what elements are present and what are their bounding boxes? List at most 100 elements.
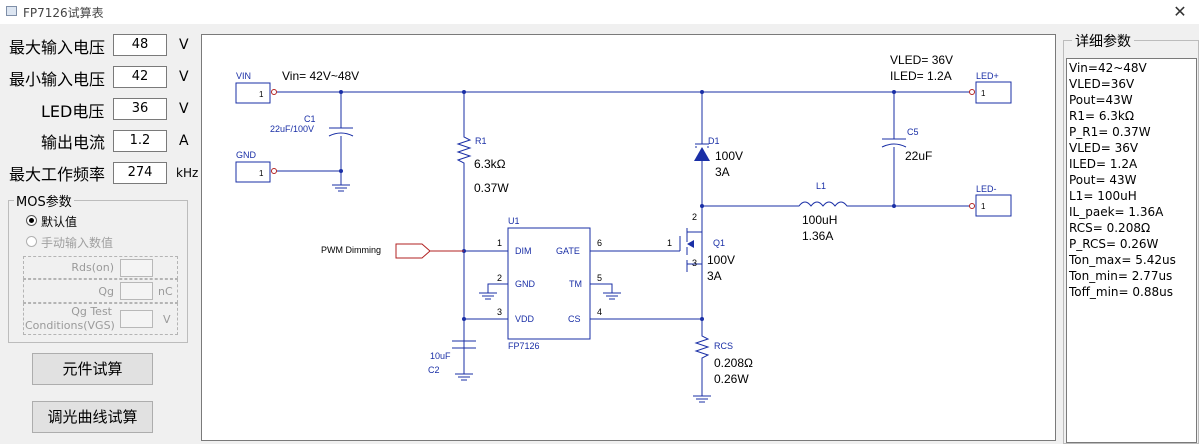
u1-pin-cs: CS [568,314,581,324]
detail-line: ILED= 1.2A [1069,157,1138,171]
rcs-value: 0.208Ω [714,356,753,370]
max-frequency-unit: kHz [176,166,199,180]
rcs-ground [693,395,711,403]
d1-voltage: 100V [715,149,743,163]
c2-name: C2 [428,365,440,375]
led-voltage-field[interactable]: 36 [113,98,167,120]
q1-pin-drain-number: 2 [692,212,697,222]
max-input-voltage-field[interactable]: 48 [113,34,167,56]
detail-line: RCS= 0.208Ω [1069,221,1151,235]
detail-line: R1= 6.3kΩ [1069,109,1135,123]
qg-unit: nC [158,285,173,298]
detail-line: IL_paek= 1.36A [1069,205,1164,219]
ledm-port [975,194,1012,217]
l1-value: 100uH [802,213,837,227]
u1-pin-gate: GATE [556,246,580,256]
q1-voltage: 100V [707,253,735,267]
qg-test-label-line1: Qg Test [71,305,112,318]
detail-line: Pout= 43W [1069,173,1137,187]
q1-pin-source-number: 3 [692,258,697,268]
led-voltage-label: LED电压 [41,102,105,121]
close-icon[interactable]: ✕ [1173,2,1187,21]
min-input-voltage-field[interactable]: 42 [113,66,167,88]
gnd-port-pin: 1 [259,169,264,178]
vin-terminal [271,89,277,95]
rcs-name: RCS [714,341,733,351]
qg-test-unit: V [163,313,171,326]
detail-line: VLED= 36V [1069,141,1139,155]
vled-value: VLED= 36V [890,53,953,67]
l1-name: L1 [816,181,826,191]
max-frequency-label: 最大工作频率 [9,165,106,184]
q1-name: Q1 [713,238,725,248]
gnd-terminal [271,168,277,174]
q1-arrow [687,240,694,248]
ledp-terminal [969,89,975,95]
c2-symbol [452,319,476,374]
output-current-unit: A [179,133,189,149]
l1-current: 1.36A [802,229,833,243]
junction-dot [339,90,343,94]
detail-line: P_RCS= 0.26W [1069,237,1159,251]
qg-field[interactable] [120,282,153,300]
detail-line: L1= 100uH [1069,189,1137,203]
details-list[interactable]: Vin=42~48V VLED=36V Pout=43W R1= 6.3kΩ P… [1066,58,1197,443]
u1-pin3-number: 3 [497,307,502,317]
c5-value: 22uF [905,149,932,163]
gnd-port-label: GND [236,150,257,160]
u1-pin4-number: 4 [597,307,602,317]
c2-ground [455,373,473,381]
c1-symbol [328,92,354,185]
window-title: FP7126试算表 [23,6,104,20]
junction-dot [339,169,343,173]
rcs-resistor [694,322,710,396]
vin-range-label: Vin= 42V~48V [282,69,359,83]
u1-pin-dim: DIM [515,246,532,256]
mos-group-title: MOS参数 [14,191,74,210]
detail-line: Toff_min= 0.88us [1069,285,1173,299]
u1-pin2-number: 2 [497,273,502,283]
detail-line: Vin=42~48V [1069,61,1147,75]
vin-port-pin: 1 [259,90,264,99]
default-value-radio[interactable] [26,215,37,226]
ledm-port-label: LED- [976,184,997,194]
rcs-power: 0.26W [714,372,749,386]
schematic-panel: VIN GND LED+ LED- 1 1 1 1 C1 22uF/100V R… [201,34,1056,441]
title-bar: FP7126试算表 ✕ [0,0,1199,24]
r1-value: 6.3kΩ [474,157,506,171]
pwm-dimming-label: PWM Dimming [321,245,381,255]
junction-dot [700,317,704,321]
manual-input-radio[interactable] [26,236,37,247]
qg-row [23,279,178,303]
c2-value: 10uF [430,351,451,361]
u1-tm-wire [590,283,613,293]
c5-name: C5 [907,127,919,137]
d1-cathode [695,143,709,148]
qg-test-field[interactable] [120,310,153,328]
r1-power: 0.37W [474,181,509,195]
rds-field[interactable] [120,259,153,277]
u1-part: FP7126 [508,341,540,351]
min-input-voltage-label: 最小输入电压 [9,70,106,89]
c1-value: 22uF/100V [270,124,314,134]
u1-tm-ground [603,292,621,300]
junction-dot [462,317,466,321]
detail-line: P_R1= 0.37W [1069,125,1151,139]
r1-resistor [456,92,472,352]
component-calc-button[interactable]: 元件试算 [32,353,153,385]
vin-port-label: VIN [236,71,251,81]
junction-dot [462,90,466,94]
d1-diode [694,147,710,161]
app-icon [6,6,17,16]
manual-input-label: 手动输入数值 [41,236,114,250]
dimming-curve-button[interactable]: 调光曲线试算 [32,401,153,433]
min-input-voltage-unit: V [179,69,189,85]
vin-port [235,82,271,104]
u1-pin1-number: 1 [497,238,502,248]
qg-test-row [23,303,178,335]
mos-parameters-group [8,200,188,343]
q1-current: 3A [707,269,722,283]
max-frequency-field[interactable]: 274 [113,162,167,184]
c1-ground [332,184,350,192]
output-current-field[interactable]: 1.2 [113,130,167,152]
